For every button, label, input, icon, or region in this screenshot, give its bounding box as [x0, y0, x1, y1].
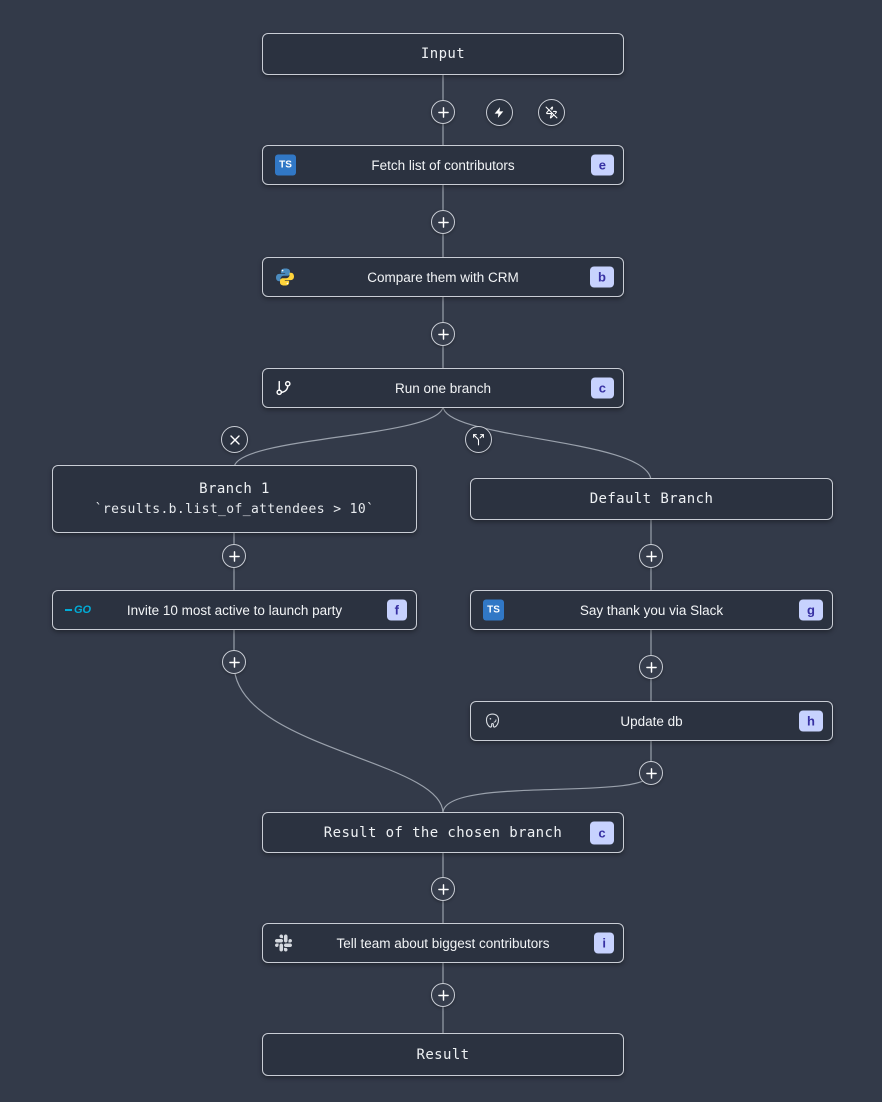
- plus-icon: [437, 328, 449, 340]
- plus-icon: [437, 883, 449, 895]
- go-icon: GO: [65, 604, 91, 616]
- add-step-button[interactable]: [431, 877, 455, 901]
- add-step-button[interactable]: [431, 100, 455, 124]
- node-branch-1-header[interactable]: Branch 1 `results.b.list_of_attendees > …: [52, 465, 417, 533]
- step-id-badge: g: [799, 599, 823, 621]
- add-branch-button[interactable]: [465, 426, 492, 453]
- add-step-button[interactable]: [639, 761, 663, 785]
- plus-icon: [645, 661, 657, 673]
- node-tell-team[interactable]: Tell team about biggest contributors i: [262, 923, 624, 963]
- add-step-button[interactable]: [222, 544, 246, 568]
- node-label: Result of the chosen branch: [323, 824, 563, 841]
- bolt-icon: [494, 107, 504, 118]
- step-label: Invite 10 most active to launch party: [126, 602, 343, 618]
- node-result[interactable]: Result: [262, 1033, 624, 1076]
- step-id-badge: i: [594, 932, 614, 954]
- step-label: Compare them with CRM: [367, 269, 519, 285]
- node-input-label: Input: [420, 46, 466, 62]
- plus-icon: [437, 216, 449, 228]
- step-id-badge: f: [386, 599, 407, 621]
- plus-icon: [645, 550, 657, 562]
- add-step-button[interactable]: [431, 210, 455, 234]
- step-label: Say thank you via Slack: [579, 602, 724, 618]
- step-label: Tell team about biggest contributors: [336, 935, 550, 951]
- plus-icon: [228, 550, 240, 562]
- branch-condition: `results.b.list_of_attendees > 10`: [94, 502, 375, 517]
- add-step-button[interactable]: [639, 655, 663, 679]
- trigger-button[interactable]: [486, 99, 513, 126]
- typescript-icon: TS: [275, 154, 296, 176]
- branch-title: Branch 1: [199, 481, 270, 497]
- node-default-branch-header[interactable]: Default Branch: [470, 478, 833, 520]
- branch-title: Default Branch: [589, 491, 714, 507]
- plus-icon: [228, 656, 240, 668]
- split-icon: [473, 434, 484, 446]
- node-compare-crm[interactable]: Compare them with CRM b: [262, 257, 624, 297]
- python-icon: [275, 267, 295, 287]
- node-result-label: Result: [416, 1046, 470, 1063]
- add-step-button[interactable]: [222, 650, 246, 674]
- node-invite-launch-party[interactable]: GO Invite 10 most active to launch party…: [52, 590, 417, 630]
- node-result-of-chosen-branch[interactable]: Result of the chosen branch c: [262, 812, 624, 853]
- step-id-badge: e: [590, 154, 614, 176]
- remove-branch-button[interactable]: [221, 426, 248, 453]
- plus-icon: [437, 106, 449, 118]
- plus-icon: [645, 767, 657, 779]
- x-icon: [229, 434, 240, 445]
- step-label: Update db: [620, 713, 683, 729]
- step-id-badge: b: [590, 266, 614, 288]
- bolt-off-icon: [545, 106, 558, 119]
- postgresql-icon: [483, 712, 502, 731]
- step-id-badge: c: [590, 821, 614, 844]
- node-fetch-contributors[interactable]: TS Fetch list of contributors e: [262, 145, 624, 185]
- node-update-db[interactable]: Update db h: [470, 701, 833, 741]
- plus-icon: [437, 989, 449, 1001]
- slack-icon: [275, 934, 292, 952]
- step-label: Fetch list of contributors: [371, 157, 515, 173]
- node-say-thanks-slack[interactable]: TS Say thank you via Slack g: [470, 590, 833, 630]
- step-label: Run one branch: [394, 380, 492, 396]
- add-step-button[interactable]: [431, 322, 455, 346]
- trigger-off-button[interactable]: [538, 99, 565, 126]
- node-run-one-branch[interactable]: Run one branch c: [262, 368, 624, 408]
- step-id-badge: c: [590, 377, 614, 399]
- node-input[interactable]: Input: [262, 33, 624, 75]
- git-branch-icon: [275, 380, 292, 397]
- step-id-badge: h: [799, 710, 823, 732]
- add-step-button[interactable]: [639, 544, 663, 568]
- typescript-icon: TS: [483, 599, 504, 621]
- add-step-button[interactable]: [431, 983, 455, 1007]
